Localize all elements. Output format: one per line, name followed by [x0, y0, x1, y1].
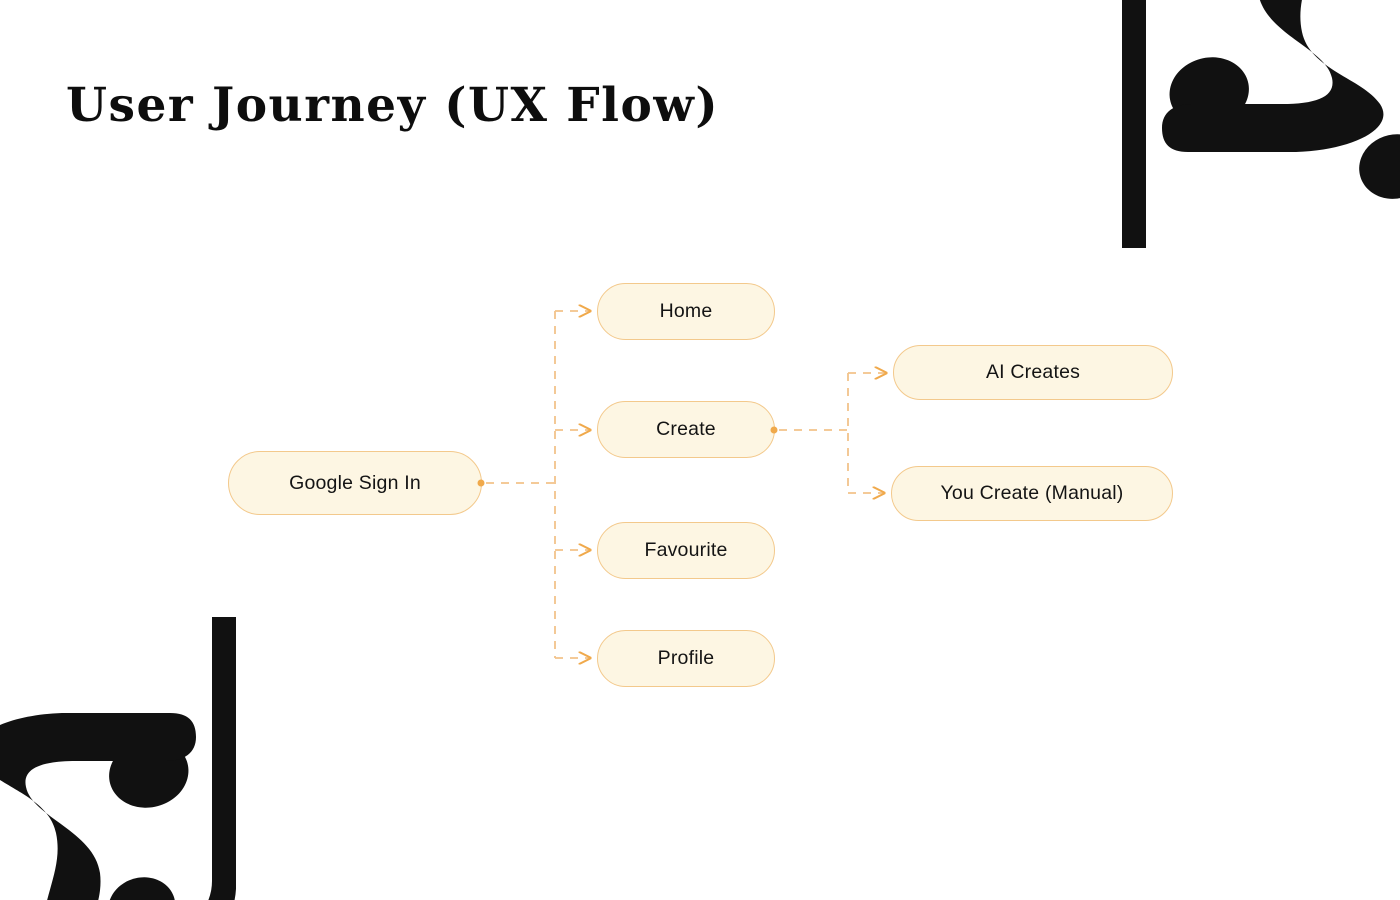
node-label: Create: [656, 418, 716, 440]
node-favourite[interactable]: Favourite: [597, 522, 775, 579]
node-label: Profile: [657, 647, 715, 669]
node-label: Favourite: [644, 539, 728, 561]
node-you-create-manual[interactable]: You Create (Manual): [891, 466, 1173, 521]
node-label: You Create (Manual): [940, 482, 1124, 504]
source-handle-dot[interactable]: [477, 479, 485, 487]
node-profile[interactable]: Profile: [597, 630, 775, 687]
node-home[interactable]: Home: [597, 283, 775, 340]
page-title: User Journey (UX Flow): [66, 78, 720, 133]
node-create[interactable]: Create: [597, 401, 778, 458]
node-label: Home: [659, 300, 713, 322]
source-handle-dot[interactable]: [770, 426, 778, 433]
node-label: AI Creates: [985, 361, 1081, 383]
node-google-sign-in[interactable]: Google Sign In: [228, 451, 485, 515]
node-label: Google Sign In: [289, 471, 421, 494]
node-ai-creates[interactable]: AI Creates: [893, 345, 1173, 400]
